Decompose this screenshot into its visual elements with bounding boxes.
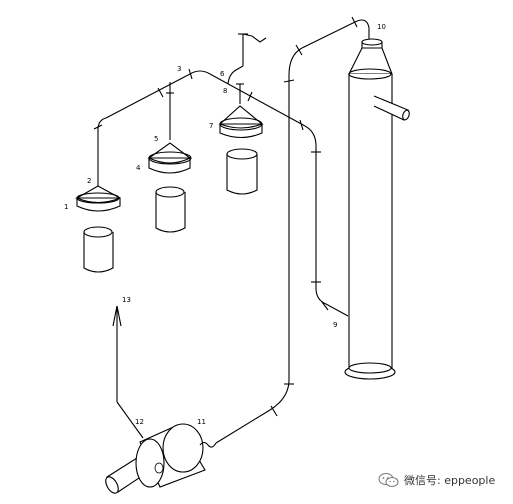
label-2: 2 (87, 177, 91, 185)
label-11: 11 (197, 418, 206, 426)
label-7: 7 (209, 122, 213, 130)
bin-4 (155, 186, 186, 233)
distribution-line (93, 33, 306, 178)
bin-1 (83, 226, 114, 273)
watermark: 微信号: eppeople (378, 471, 495, 489)
separator-tower (344, 38, 410, 380)
label-4: 4 (136, 164, 141, 172)
watermark-text: 微信号: eppeople (404, 474, 496, 487)
blower-fan (105, 423, 206, 494)
callouts: 1 2 3 4 5 6 7 8 9 10 11 12 13 (64, 23, 386, 426)
return-line-9 (304, 125, 349, 317)
label-3: 3 (177, 65, 181, 73)
conveying-pipe (199, 16, 370, 448)
bin-7 (226, 148, 258, 195)
label-5: 5 (154, 135, 158, 143)
label-12: 12 (135, 418, 144, 426)
label-9: 9 (333, 321, 337, 329)
hopper-4 (147, 142, 192, 174)
hopper-1 (74, 178, 121, 212)
label-6: 6 (220, 70, 225, 78)
label-1: 1 (64, 203, 68, 211)
wechat-icon (378, 473, 399, 487)
hopper-7 (218, 105, 264, 139)
label-10: 10 (377, 23, 386, 31)
air-intake-line (112, 305, 144, 439)
label-13: 13 (122, 296, 131, 304)
label-8: 8 (223, 87, 227, 95)
